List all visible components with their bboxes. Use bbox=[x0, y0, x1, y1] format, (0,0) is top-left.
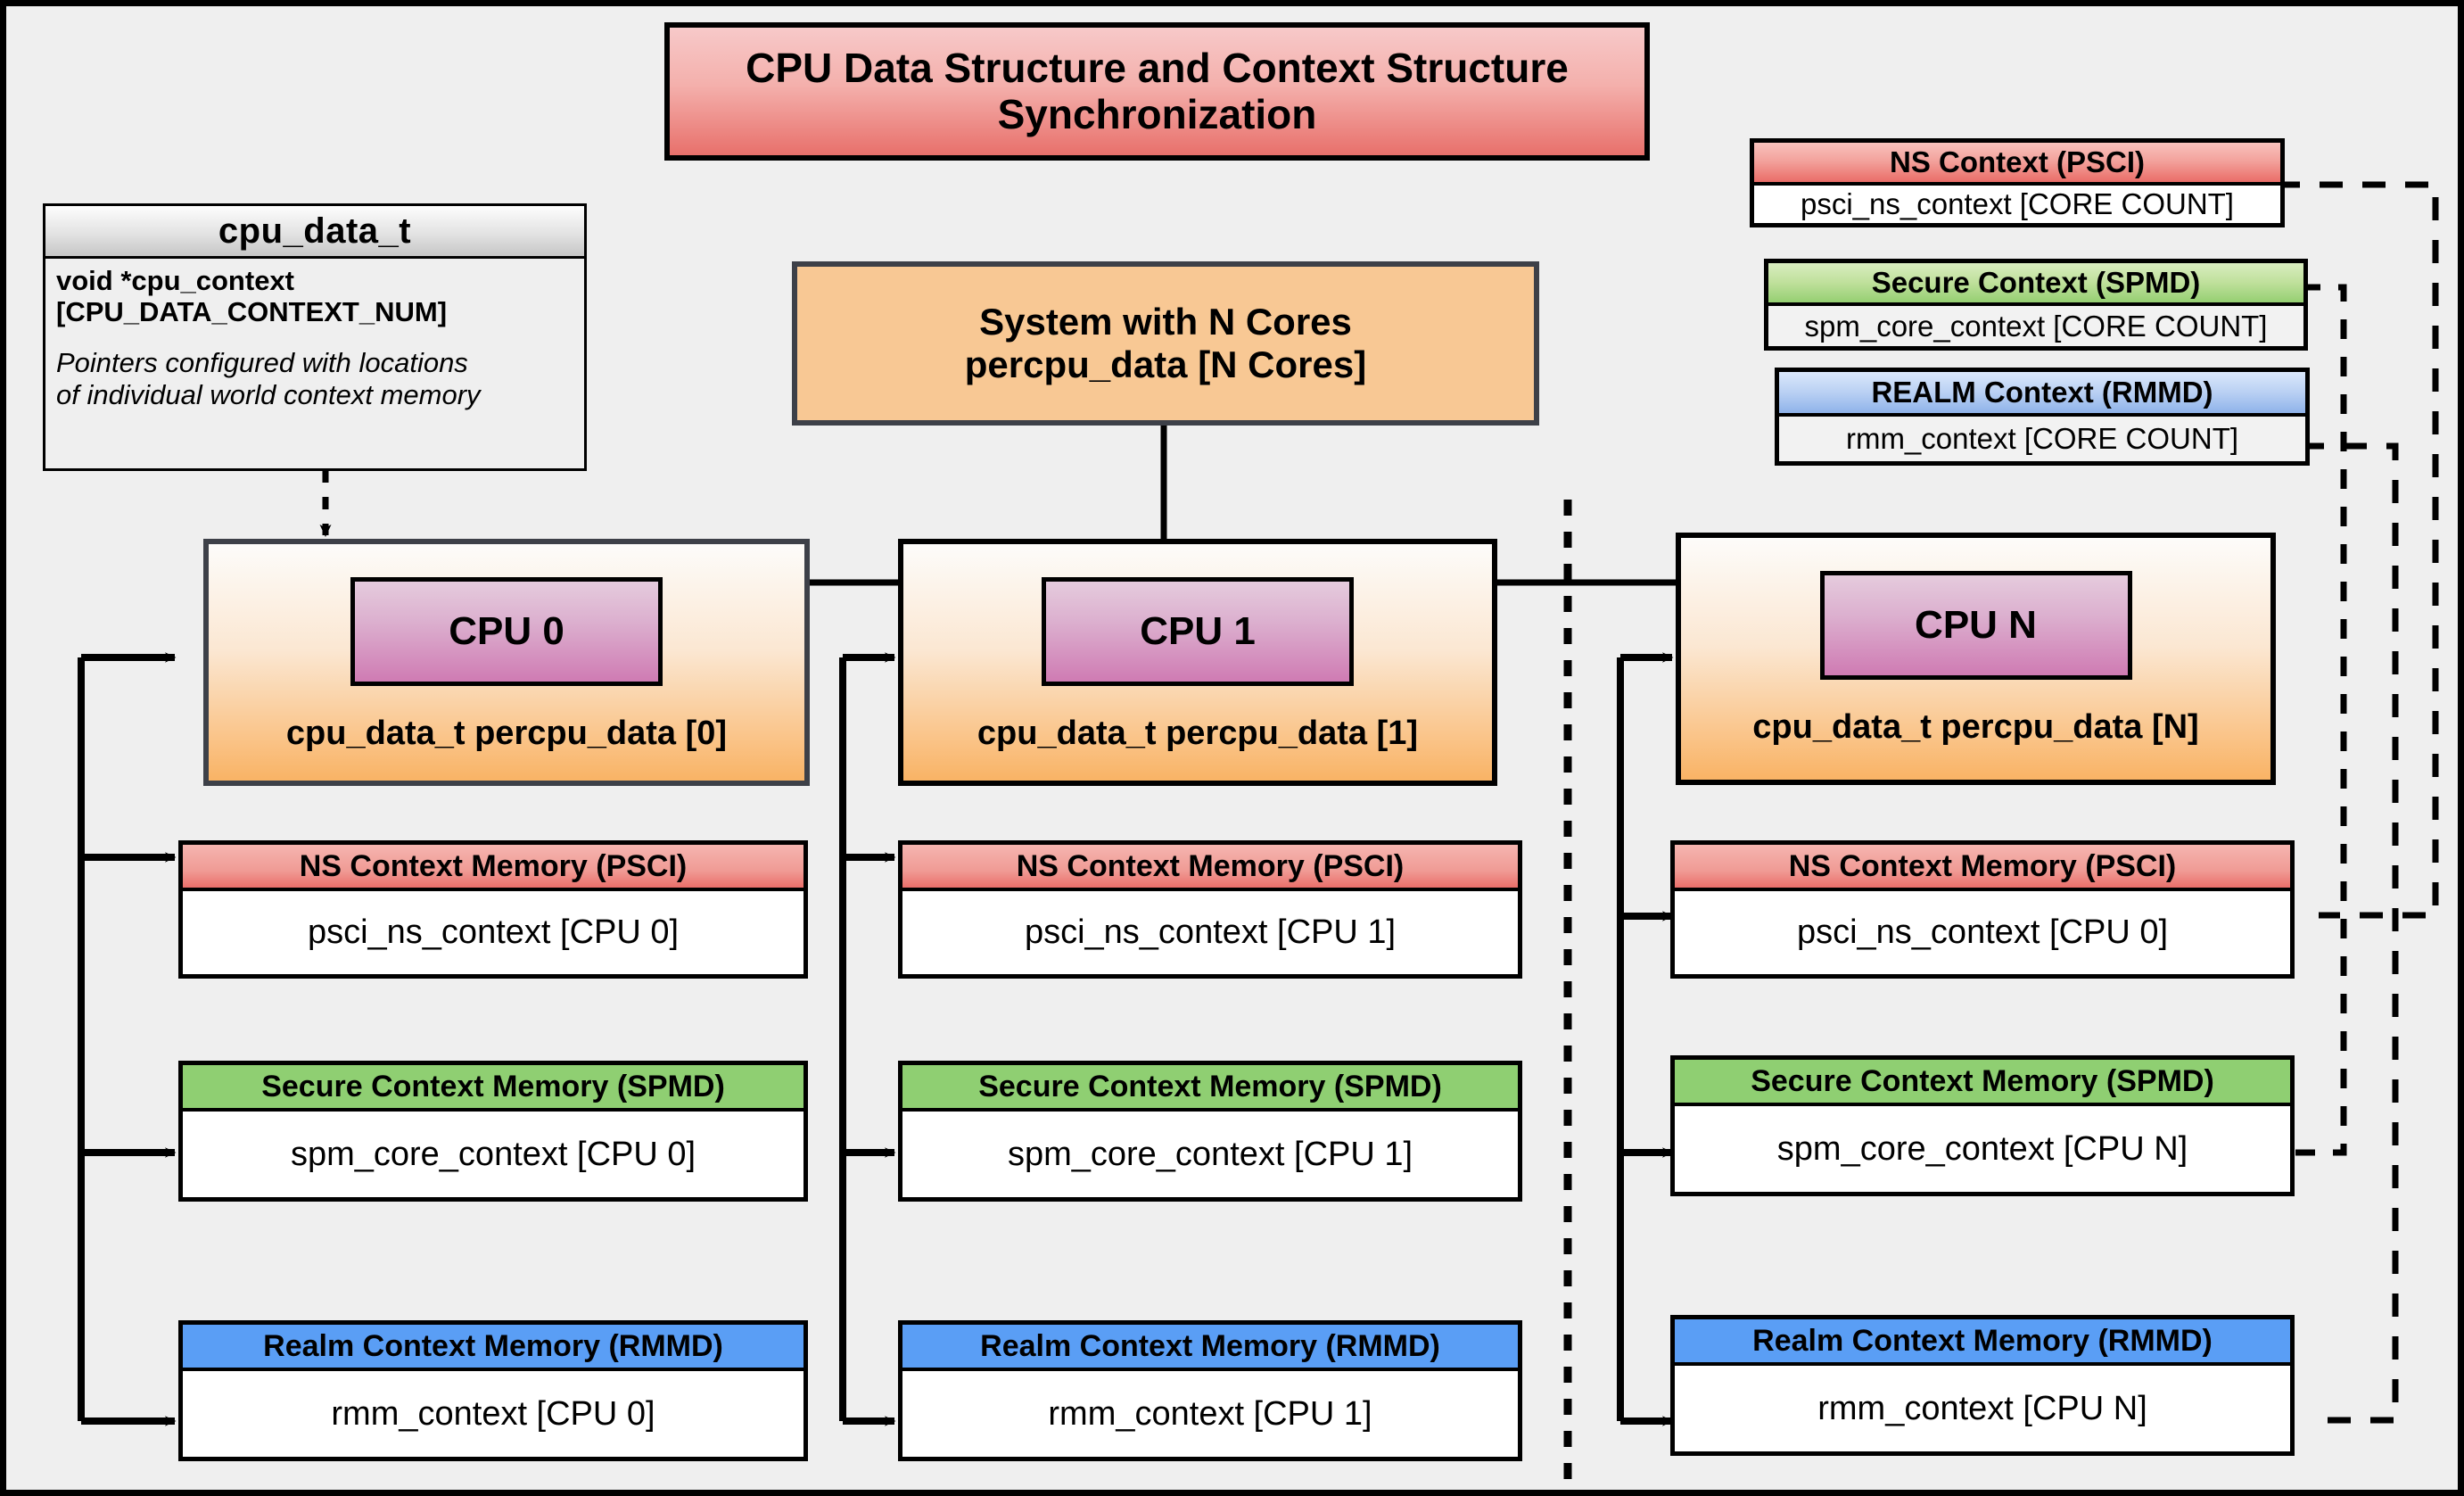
cpu-data-t-note-line2: of individual world context memory bbox=[56, 379, 481, 411]
cpu-n-secure-context-header: Secure Context Memory (SPMD) bbox=[1675, 1060, 2290, 1106]
cpu-n-realm-context-memory: Realm Context Memory (RMMD) rmm_context … bbox=[1670, 1315, 2295, 1456]
cpu-0-secure-context-body: spm_core_context [CPU 0] bbox=[290, 1135, 696, 1173]
system-box-line2: percpu_data [N Cores] bbox=[964, 343, 1367, 385]
system-box-line1: System with N Cores bbox=[979, 300, 1352, 343]
cpu-1-realm-context-memory: Realm Context Memory (RMMD) rmm_context … bbox=[898, 1320, 1522, 1461]
cpu-1-secure-context-header: Secure Context Memory (SPMD) bbox=[902, 1065, 1518, 1112]
cpu-n-ns-context-memory: NS Context Memory (PSCI) psci_ns_context… bbox=[1670, 840, 2295, 979]
cpu-1-ns-context-body: psci_ns_context [CPU 1] bbox=[1024, 913, 1397, 951]
page-title: CPU Data Structure and Context Structure… bbox=[664, 22, 1650, 161]
cpu-1-ns-context-header: NS Context Memory (PSCI) bbox=[902, 845, 1518, 891]
cpu-0-realm-context-memory: Realm Context Memory (RMMD) rmm_context … bbox=[178, 1320, 808, 1461]
cpu-1-realm-context-body: rmm_context [CPU 1] bbox=[1048, 1394, 1372, 1433]
cpu-n-secure-context-memory: Secure Context Memory (SPMD) spm_core_co… bbox=[1670, 1055, 2295, 1196]
secure-context-legend-header: Secure Context (SPMD) bbox=[1768, 263, 2303, 306]
secure-context-mapping bbox=[2286, 284, 2347, 1156]
realm-context-legend-body: rmm_context [CORE COUNT] bbox=[1845, 422, 2239, 455]
realm-context-legend: REALM Context (RMMD) rmm_context [CORE C… bbox=[1775, 368, 2310, 466]
secure-context-legend-body: spm_core_context [CORE COUNT] bbox=[1804, 309, 2268, 343]
cpu-1-secure-context-memory: Secure Context Memory (SPMD) spm_core_co… bbox=[898, 1061, 1522, 1202]
cpu-n-data-label: cpu_data_t percpu_data [N] bbox=[1752, 708, 2199, 746]
page-title-line2: Synchronization bbox=[997, 90, 1317, 137]
cpu-data-t-note-line1: Pointers configured with locations bbox=[56, 347, 468, 379]
cpu-data-t-struct: cpu_data_t void *cpu_context [CPU_DATA_C… bbox=[43, 203, 587, 471]
cpu0-pointer-arrows bbox=[78, 652, 177, 1426]
cpu-data-t-field-index: [CPU_DATA_CONTEXT_NUM] bbox=[56, 295, 448, 327]
cpu-0-ns-context-body: psci_ns_context [CPU 0] bbox=[307, 913, 680, 951]
cpu-0-secure-context-memory: Secure Context Memory (SPMD) spm_core_co… bbox=[178, 1061, 808, 1202]
cpu-0-ns-context-memory: NS Context Memory (PSCI) psci_ns_context… bbox=[178, 840, 808, 979]
cpu-0-chip: CPU 0 bbox=[350, 577, 663, 686]
cpu-1-secure-context-body: spm_core_context [CPU 1] bbox=[1007, 1135, 1413, 1173]
cpu-1-chip: CPU 1 bbox=[1042, 577, 1354, 686]
ns-context-legend: NS Context (PSCI) psci_ns_context [CORE … bbox=[1750, 138, 2285, 227]
cpu-n-realm-context-header: Realm Context Memory (RMMD) bbox=[1675, 1319, 2290, 1366]
ns-context-legend-body: psci_ns_context [CORE COUNT] bbox=[1754, 186, 2280, 223]
ns-context-mapping bbox=[2277, 181, 2439, 919]
cpu-data-t-field: void *cpu_context bbox=[56, 265, 294, 296]
cpu-0-realm-context-header: Realm Context Memory (RMMD) bbox=[183, 1325, 803, 1371]
cpu-0-realm-context-body: rmm_context [CPU 0] bbox=[331, 1394, 655, 1433]
cpu-n-ns-context-body: psci_ns_context [CPU 0] bbox=[1796, 913, 2169, 951]
cpu-0-card: CPU 0 cpu_data_t percpu_data [0] bbox=[203, 539, 810, 786]
system-overview-box: System with N Cores percpu_data [N Cores… bbox=[792, 261, 1539, 426]
cpu-n-card: CPU N cpu_data_t percpu_data [N] bbox=[1676, 533, 2276, 785]
cpu-n-realm-context-body: rmm_context [CPU N] bbox=[1817, 1389, 2147, 1427]
cpu-0-secure-context-header: Secure Context Memory (SPMD) bbox=[183, 1065, 803, 1112]
ns-context-legend-header: NS Context (PSCI) bbox=[1754, 143, 2280, 186]
cpu-n-secure-context-body: spm_core_context [CPU N] bbox=[1776, 1129, 2188, 1168]
secure-context-legend: Secure Context (SPMD) spm_core_context [… bbox=[1764, 259, 2308, 351]
cpu-1-ns-context-memory: NS Context Memory (PSCI) psci_ns_context… bbox=[898, 840, 1522, 979]
realm-context-legend-header: REALM Context (RMMD) bbox=[1779, 372, 2305, 417]
cpu-data-t-header: cpu_data_t bbox=[45, 206, 584, 259]
cpu-1-data-label: cpu_data_t percpu_data [1] bbox=[977, 715, 1419, 752]
cpu-1-realm-context-header: Realm Context Memory (RMMD) bbox=[902, 1325, 1518, 1371]
cpun-pointer-arrows bbox=[1617, 652, 1674, 1426]
page-title-line1: CPU Data Structure and Context Structure bbox=[746, 44, 1569, 91]
cpu-0-ns-context-header: NS Context Memory (PSCI) bbox=[183, 845, 803, 891]
cpu-1-card: CPU 1 cpu_data_t percpu_data [1] bbox=[898, 539, 1497, 786]
cpu-0-data-label: cpu_data_t percpu_data [0] bbox=[285, 715, 728, 752]
cpu1-pointer-arrows bbox=[839, 652, 896, 1426]
cpu-n-chip: CPU N bbox=[1819, 571, 2132, 680]
realm-context-mapping bbox=[2301, 442, 2399, 1424]
cpu-n-ns-context-header: NS Context Memory (PSCI) bbox=[1675, 845, 2290, 891]
